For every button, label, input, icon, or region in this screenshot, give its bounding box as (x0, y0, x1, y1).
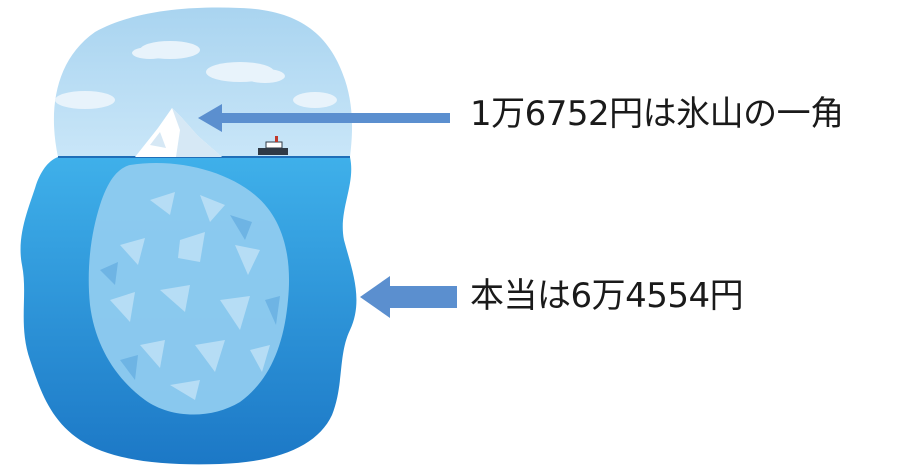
total-callout-label: 本当は6万4554円 (470, 276, 744, 316)
sky-area (53, 7, 353, 157)
tip-callout-label: 1万6752円は氷山の一角 (470, 94, 844, 134)
arrow-left-icon-tip (198, 104, 450, 132)
clouds (55, 41, 337, 109)
iceberg-submerged (88, 163, 290, 415)
ship-icon (258, 136, 288, 155)
iceberg-tip (135, 108, 222, 157)
arrow-left-icon-total (360, 276, 457, 318)
